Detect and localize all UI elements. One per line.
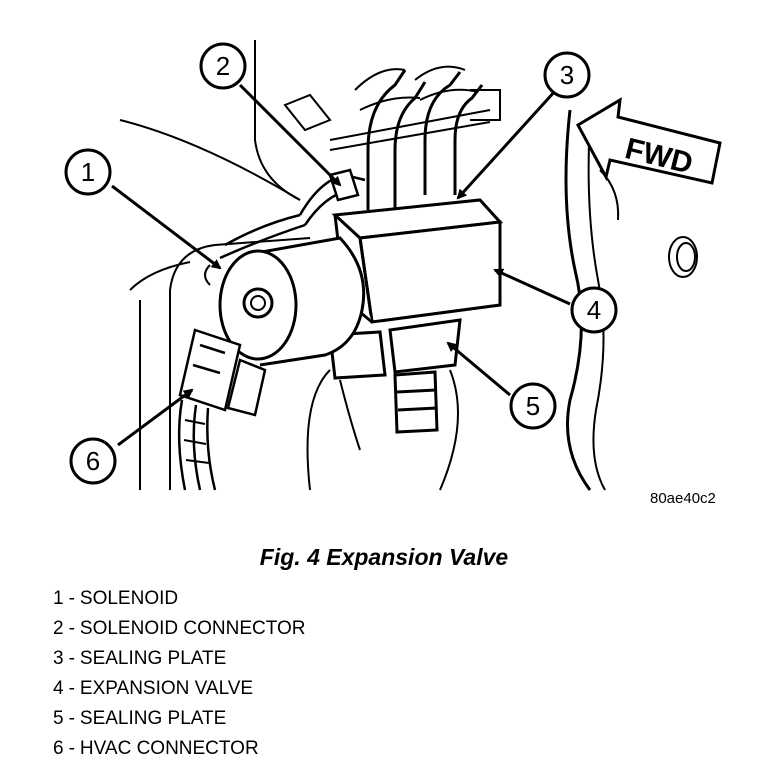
expansion-valve-illustration: FWD 1 2 3 4 5 (64, 40, 722, 491)
legend-item: 2-SOLENOID CONNECTOR (53, 614, 305, 644)
legend-number: 5 (53, 708, 64, 729)
callout-6: 6 (69, 437, 117, 485)
legend-separator: - (68, 588, 75, 609)
legend-number: 3 (53, 648, 64, 669)
legend-item: 4-EXPANSION VALVE (53, 674, 305, 704)
leader-arrow-4 (493, 268, 571, 306)
legend-separator: - (68, 738, 75, 759)
refrigerant-lines (283, 65, 501, 210)
callout-number-1: 1 (81, 157, 95, 187)
figure-caption: Fig. 4 Expansion Valve (259, 544, 509, 570)
legend-number: 4 (53, 678, 64, 699)
legend-separator: - (68, 648, 75, 669)
leader-arrow-1 (111, 184, 222, 270)
leader-arrow-5 (446, 341, 511, 397)
legend-separator: - (68, 678, 75, 699)
leader-arrow-3 (456, 88, 558, 200)
legend-label: EXPANSION VALVE (79, 678, 254, 699)
legend-number: 2 (53, 618, 64, 639)
callout-1: 1 (64, 148, 112, 196)
legend-label: HVAC CONNECTOR (79, 738, 259, 759)
legend-label: SEALING PLATE (79, 708, 227, 729)
hvac-connector-and-harness (177, 168, 366, 491)
expansion-valve-body (328, 198, 504, 434)
callout-number-4: 4 (587, 295, 601, 325)
leader-arrow-2 (238, 83, 342, 187)
legend-list: 1-SOLENOID 2-SOLENOID CONNECTOR 3-SEALIN… (53, 584, 305, 764)
callout-3: 3 (543, 51, 591, 99)
legend-item: 1-SOLENOID (53, 584, 305, 614)
leader-arrows (111, 83, 571, 447)
callout-number-2: 2 (216, 51, 230, 81)
legend-label: SOLENOID (79, 588, 179, 609)
leader-arrow-6 (117, 388, 194, 447)
callout-5: 5 (509, 382, 557, 430)
figure-code: 80ae40c2 (650, 490, 716, 507)
fwd-arrow: FWD (575, 97, 722, 185)
solenoid (204, 236, 366, 367)
legend-item: 3-SEALING PLATE (53, 644, 305, 674)
legend-number: 6 (53, 738, 64, 759)
callout-number-3: 3 (560, 60, 574, 90)
legend-label: SEALING PLATE (79, 648, 227, 669)
legend-separator: - (68, 708, 75, 729)
legend-label: SOLENOID CONNECTOR (79, 618, 306, 639)
legend-item: 5-SEALING PLATE (53, 704, 305, 734)
callout-4: 4 (570, 286, 618, 334)
callout-2: 2 (199, 42, 247, 90)
legend-item: 6-HVAC CONNECTOR (53, 734, 305, 764)
legend-number: 1 (53, 588, 64, 609)
callout-number-5: 5 (526, 391, 540, 421)
callout-number-6: 6 (86, 446, 100, 476)
legend-separator: - (68, 618, 75, 639)
